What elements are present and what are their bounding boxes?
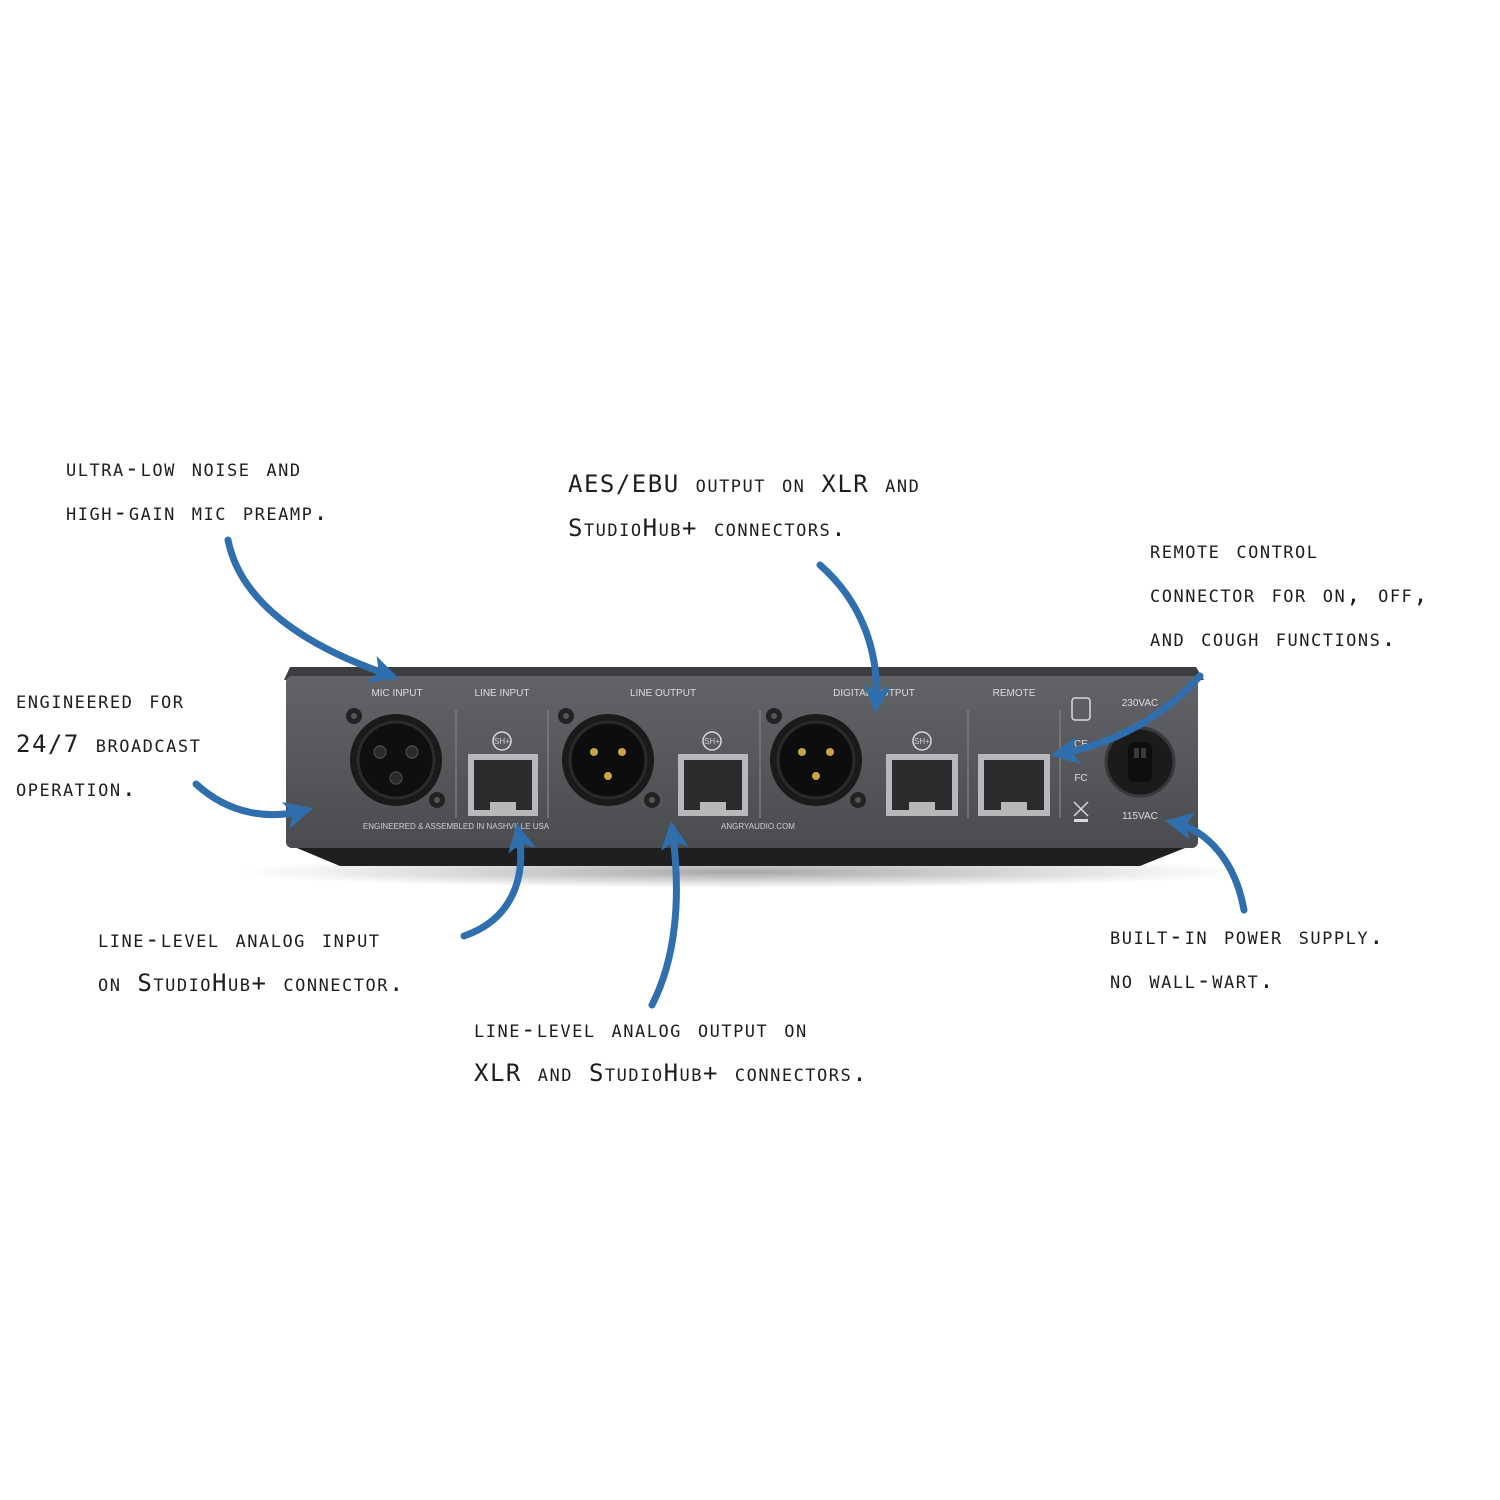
note-broadcast: engineered for 24/7 broadcast operation. [16, 678, 201, 810]
label-line-output: LINE OUTPUT [630, 688, 696, 699]
arrow-broadcast [192, 780, 313, 830]
arrow-mic-preamp [224, 536, 399, 683]
ce-mark-icon: CE [1074, 739, 1088, 750]
studiohub-badge-1: SH+ [494, 737, 510, 746]
note-line: AES/EBU output on XLR and [568, 470, 921, 498]
rj45-digital-output: SH+ [886, 731, 958, 816]
note-line: high-gain mic preamp. [66, 498, 330, 526]
arrow-line-output [648, 821, 689, 1009]
note-line: ultra-low noise and [66, 454, 302, 482]
arrow-remote [1051, 672, 1204, 765]
note-line: connector for on, off, [1150, 580, 1430, 608]
weee-bin-icon [1073, 801, 1089, 817]
label-made-in: ENGINEERED & ASSEMBLED IN NASHVILLE USA [363, 822, 550, 831]
note-line: and cough functions. [1150, 624, 1398, 652]
rj45-remote [978, 754, 1050, 816]
xlr-male-digital-output [766, 708, 866, 808]
label-remote: REMOTE [993, 688, 1036, 699]
note-line: line-level analog output on [474, 1015, 808, 1043]
label-230vac: 230VAC [1122, 698, 1159, 709]
note-mic-preamp: ultra-low noise and high-gain mic preamp… [66, 446, 329, 534]
arrow-line-input [460, 823, 536, 940]
note-line: engineered for [16, 686, 185, 714]
note-line: XLR and StudioHub+ connectors. [474, 1059, 869, 1087]
note-line-input: line-level analog input on StudioHub+ co… [98, 917, 405, 1005]
note-line: StudioHub+ connectors. [568, 514, 848, 542]
xlr-female-mic-input [346, 708, 445, 808]
note-aes-ebu: AES/EBU output on XLR and StudioHub+ con… [568, 462, 920, 550]
arrow-power [1165, 812, 1248, 914]
note-line: line-level analog input [98, 925, 381, 953]
studiohub-badge-2: SH+ [704, 737, 720, 746]
fcc-mark-icon: FC [1074, 773, 1087, 784]
device-bottom-edge [292, 846, 1190, 866]
note-line: no wall-wart. [1110, 966, 1276, 994]
label-mic-input: MIC INPUT [371, 688, 422, 699]
callout-arrows [192, 536, 1248, 1009]
note-line: remote control [1150, 536, 1319, 564]
label-line-input: LINE INPUT [474, 688, 529, 699]
note-line: built-in power supply. [1110, 922, 1386, 950]
label-115vac: 115VAC [1122, 811, 1158, 822]
note-power: built-in power supply. no wall-wart. [1110, 914, 1385, 1002]
rj45-line-output: SH+ [678, 731, 748, 816]
rohs-icon [1071, 697, 1091, 721]
rj45-line-input: SH+ [468, 731, 538, 816]
note-line: 24/7 broadcast [16, 730, 202, 758]
label-website: ANGRYAUDIO.COM [721, 822, 795, 831]
note-remote: remote control connector for on, off, an… [1150, 528, 1429, 660]
compliance-marks: CE FC [1071, 697, 1091, 822]
note-line: on StudioHub+ connector. [98, 969, 405, 997]
note-line: operation. [16, 774, 138, 802]
power-inlet [1104, 726, 1176, 798]
note-line-output: line-level analog output on XLR and Stud… [474, 1007, 868, 1095]
studiohub-badge-3: SH+ [914, 737, 930, 746]
xlr-male-line-output [558, 708, 660, 808]
arrow-aes-ebu [816, 561, 892, 713]
